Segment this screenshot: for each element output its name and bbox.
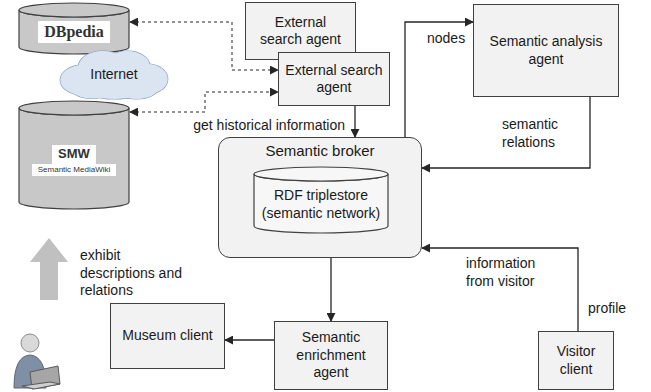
logo-text: SMW xyxy=(52,145,96,163)
user-icon xyxy=(14,334,60,389)
edge-label: semantic relations xyxy=(500,116,584,151)
edge-label: profile xyxy=(586,300,628,318)
box-label: External search agent xyxy=(285,62,383,97)
box-label: RDF triplestore (semantic network) xyxy=(259,187,383,222)
agent-box: Semantic enrichment agent xyxy=(274,321,388,390)
client-box: Museum client xyxy=(110,303,225,369)
triplestore-cylinder: RDF triplestore (semantic network) xyxy=(253,166,389,234)
agent-box: Semantic analysis agent xyxy=(473,4,619,97)
arrow-connector xyxy=(354,106,355,137)
box-heading: Semantic broker xyxy=(265,142,374,161)
box-label: Visitor client xyxy=(545,343,607,378)
client-box: Visitor client xyxy=(538,331,614,390)
box-label: Museum client xyxy=(122,327,212,345)
edge-label: get historical information xyxy=(191,117,347,135)
agent-box: External search agent xyxy=(278,52,390,106)
box-label: Internet xyxy=(90,66,137,84)
logo-text: Semantic MediaWiki xyxy=(32,164,116,176)
arrow-connector xyxy=(422,248,578,331)
arrow-connector xyxy=(225,339,274,340)
edge-label: nodes xyxy=(425,30,467,48)
logo-text: DBpedia xyxy=(38,21,110,43)
box-label: Semantic analysis agent xyxy=(480,33,612,68)
arrow-connector xyxy=(422,97,590,168)
upload-arrow xyxy=(30,238,68,300)
box-label: External search agent xyxy=(252,14,349,49)
arrow-connector xyxy=(405,22,473,137)
arrow-connector xyxy=(330,258,331,321)
box-label: Semantic enrichment agent xyxy=(281,329,381,382)
database-cylinder: DBpedia xyxy=(18,2,130,55)
internet-cloud: Internet xyxy=(58,50,170,100)
annotation-label: exhibit descriptions and relations xyxy=(78,247,186,300)
database-cylinder: SMWSemantic MediaWiki xyxy=(18,100,130,210)
broker-box: RDF triplestore (semantic network) Semant… xyxy=(218,137,422,258)
annotation-label: information from visitor xyxy=(464,255,560,290)
